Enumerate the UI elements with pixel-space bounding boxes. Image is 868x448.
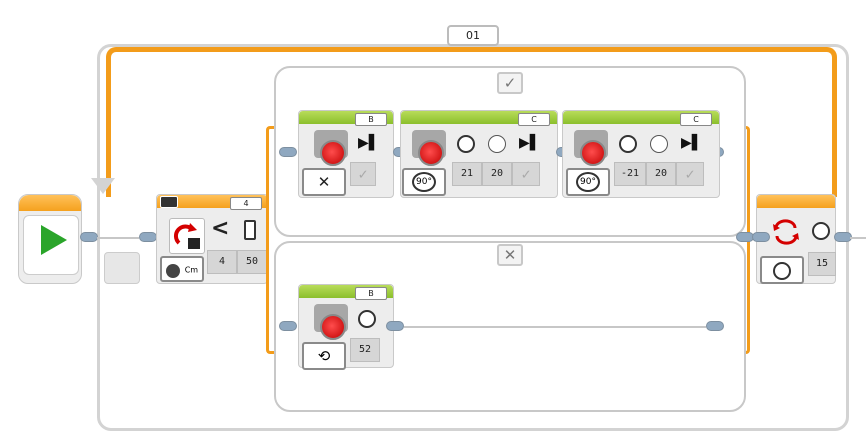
steering-dial-icon xyxy=(619,135,637,153)
timer-icon xyxy=(812,222,830,240)
rotate-on-icon: ⟲ xyxy=(317,347,331,365)
motor-c-second-mode-button[interactable]: 90° xyxy=(566,168,610,196)
motor-b-bottom-mode-button[interactable]: ⟲ xyxy=(302,342,346,370)
power-circle-icon xyxy=(488,135,506,153)
wait-input-connector[interactable] xyxy=(752,232,770,242)
sensor-mode-button[interactable]: Cm xyxy=(160,256,204,282)
wait-icon xyxy=(773,219,799,245)
motor-icon xyxy=(418,140,444,166)
motor-c-first-mode-button[interactable]: 90° xyxy=(402,168,446,196)
case-false-output-connector[interactable] xyxy=(706,321,724,331)
case-false-input-connector[interactable] xyxy=(279,321,297,331)
motor-icon xyxy=(320,140,346,166)
motor-c-first-steering-value[interactable]: 21 xyxy=(452,162,482,186)
motor-icon xyxy=(320,314,346,340)
case-true-tab[interactable]: ✓ xyxy=(497,72,523,94)
sensor-compare-type-value[interactable]: 4 xyxy=(207,250,237,274)
refresh-arrow-icon xyxy=(173,223,200,249)
checkmark-icon: ✓ xyxy=(503,74,517,92)
loop-entry-connector[interactable] xyxy=(139,232,157,242)
sensor-unit-label: Cm xyxy=(184,265,199,275)
brake-icon: ▶▌ xyxy=(519,135,541,151)
threshold-indicator-icon xyxy=(244,220,256,240)
compare-symbol: < xyxy=(211,216,230,241)
timer-mode-icon xyxy=(773,261,791,280)
motor-c-second-steering-value[interactable]: -21 xyxy=(614,162,646,186)
sensor-threshold-value[interactable]: 50 xyxy=(237,250,267,274)
loop-entry-tab xyxy=(104,252,140,284)
power-dial-icon xyxy=(358,310,376,328)
motor-c-second-power-value[interactable]: 20 xyxy=(646,162,676,186)
x-icon: ✕ xyxy=(317,173,331,191)
x-icon: ✕ xyxy=(503,246,517,264)
play-icon[interactable] xyxy=(37,223,71,257)
start-output-connector[interactable] xyxy=(80,232,98,242)
motor-b-top-port[interactable]: B xyxy=(355,113,387,126)
motor-b-top-mode-button[interactable]: ✕ xyxy=(302,168,346,196)
sensor-port-selector[interactable]: 4 xyxy=(230,197,262,210)
ultrasonic-mode-icon xyxy=(165,263,180,278)
motor-c-second-port[interactable]: C xyxy=(680,113,712,126)
motor-c-first-port[interactable]: C xyxy=(518,113,550,126)
motor-c-first-power-value[interactable]: 20 xyxy=(482,162,512,186)
loop-name-label[interactable]: 01 xyxy=(447,25,499,46)
steering-dial-icon xyxy=(457,135,475,153)
motor-icon xyxy=(580,140,606,166)
loop-return-arrow xyxy=(91,178,115,194)
start-block[interactable] xyxy=(18,194,82,284)
wire xyxy=(404,326,706,328)
case-false-tab[interactable]: ✕ xyxy=(497,244,523,266)
rotate-degrees-icon: 90° xyxy=(576,172,600,192)
motor-b-bottom-port[interactable]: B xyxy=(355,287,387,300)
motor-b-top-brake-checkbox[interactable]: ✓ xyxy=(350,162,376,186)
brake-icon: ▶▌ xyxy=(358,135,380,151)
motor-b-bottom-output-connector[interactable] xyxy=(386,321,404,331)
motor-b-bottom-power-value[interactable]: 52 xyxy=(350,338,380,362)
loop-wire xyxy=(106,47,837,197)
wait-mode-button[interactable] xyxy=(760,256,804,284)
wire xyxy=(97,237,139,239)
brake-icon: ▶▌ xyxy=(681,135,703,151)
wire xyxy=(850,237,866,239)
power-circle-icon xyxy=(650,135,668,153)
wait-block-header xyxy=(757,195,835,208)
switch-type-icon xyxy=(160,196,178,208)
start-block-header xyxy=(19,195,81,211)
switch-entry-wire xyxy=(266,126,280,354)
case-true-input-connector[interactable] xyxy=(279,147,297,157)
ultrasonic-sensor-icon xyxy=(169,218,205,254)
motor-c-first-brake-checkbox[interactable]: ✓ xyxy=(512,162,540,186)
rotate-degrees-icon: 90° xyxy=(412,172,436,192)
wait-seconds-value[interactable]: 15 xyxy=(808,252,836,276)
motor-c-second-brake-checkbox[interactable]: ✓ xyxy=(676,162,704,186)
